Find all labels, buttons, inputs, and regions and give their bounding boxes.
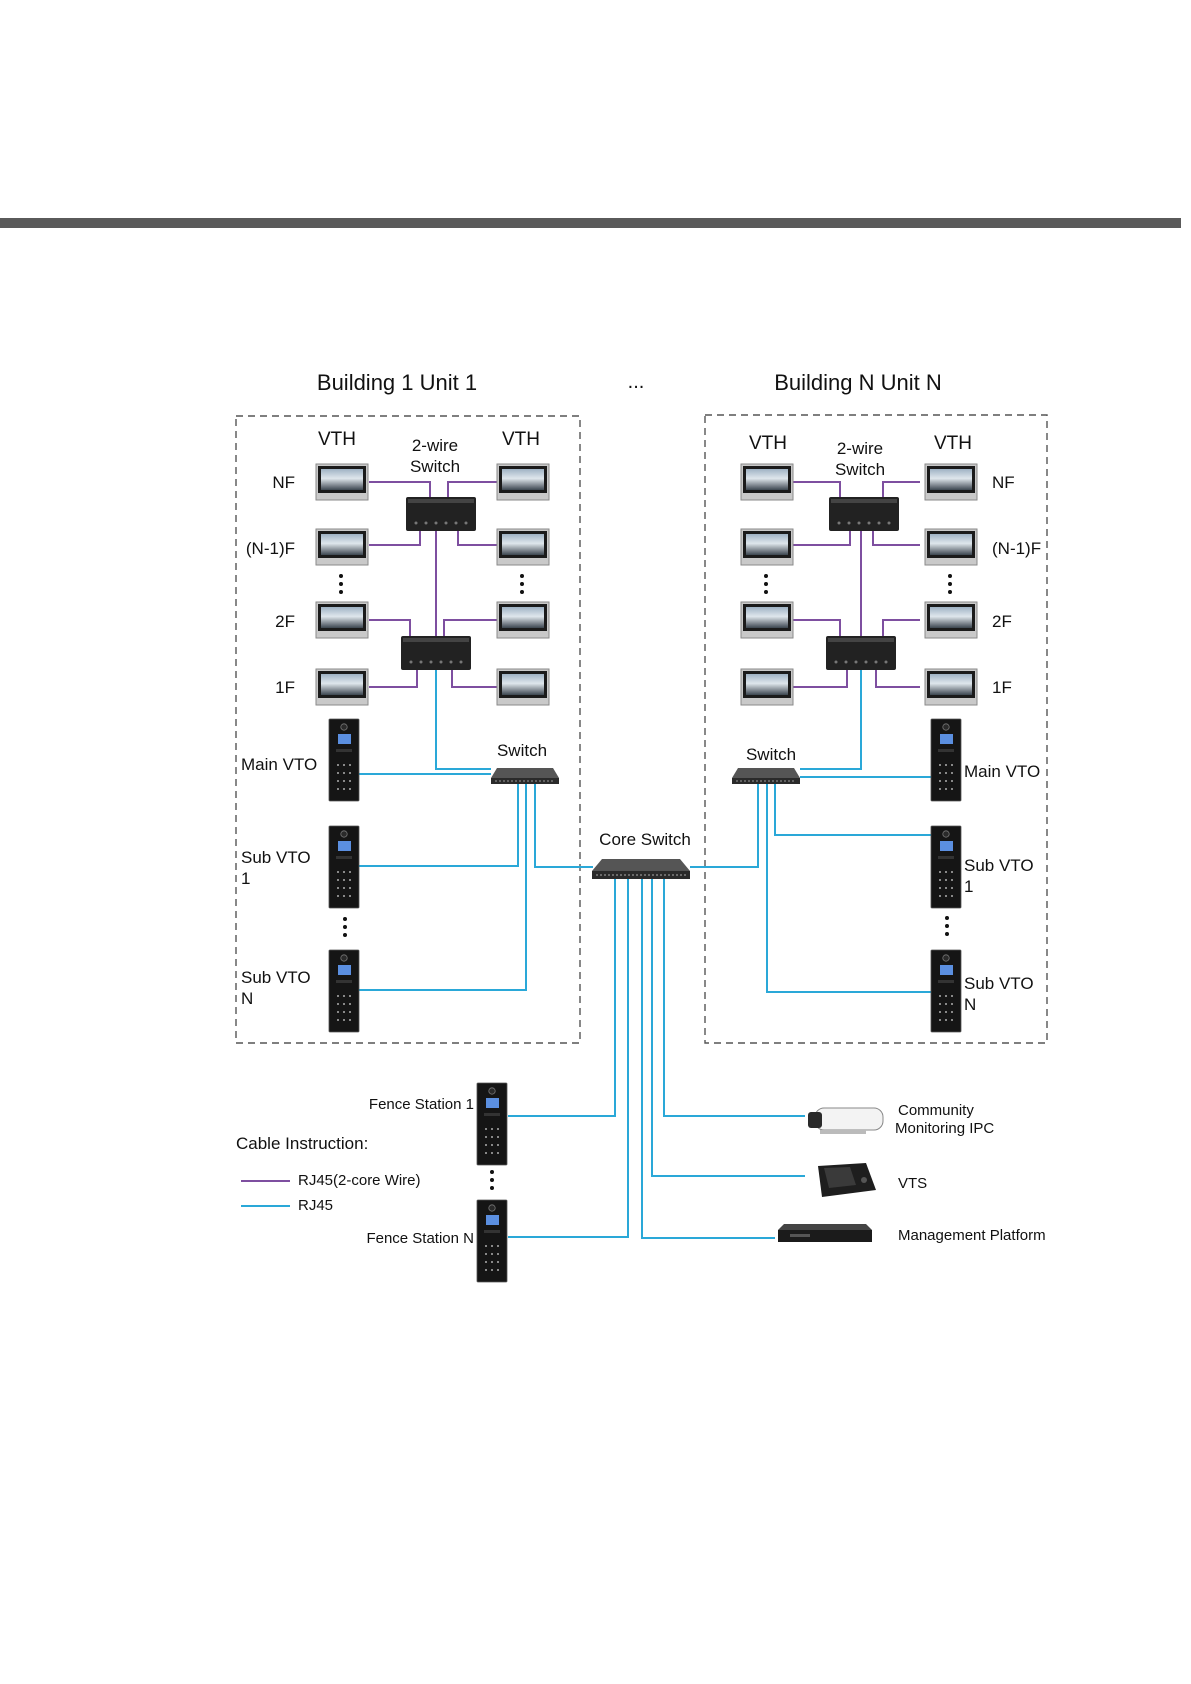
buildingN-title: Building N Unit N: [774, 370, 942, 395]
buildingN-vth-1f-left: [740, 668, 794, 706]
buildingN-blue-cables: [690, 670, 931, 993]
building1-vth-2f-right: [496, 601, 550, 639]
building1-floor-n1: (N-1)F: [246, 539, 295, 558]
buildingN-floor-1: 1F: [992, 678, 1012, 697]
building1-vth-2f-left: [315, 601, 369, 639]
legend-blue-label: RJ45: [298, 1197, 333, 1214]
buildingN-vth-nf-right: [924, 463, 978, 501]
building1-boundary: [235, 415, 581, 1044]
buildingN-vth-2f-left: [740, 601, 794, 639]
building1-sub-vto1-label-1: Sub VTO: [241, 848, 311, 867]
building1-sub-vton-label-2: N: [241, 989, 253, 1008]
building1-floor-1: 1F: [275, 678, 295, 697]
buildingN-vth-right-dots: [948, 574, 952, 594]
buildingN-main-vto: [930, 718, 962, 802]
legend-title: Cable Instruction:: [236, 1134, 368, 1153]
ipc-label-2: Monitoring IPC: [895, 1120, 994, 1137]
buildingN-vth-1f-right: [924, 668, 978, 706]
building1-floor-2: 2F: [275, 612, 295, 631]
building1-main-vto-label: Main VTO: [241, 755, 317, 774]
buildingN-two-wire-label-1: 2-wire: [837, 439, 883, 458]
buildingN-sub-vto1: [930, 825, 962, 909]
building1-blue-cables: [359, 670, 593, 991]
building1-vth-right-dots: [520, 574, 524, 594]
fence-station-n-label: Fence Station N: [366, 1230, 474, 1247]
building1-floor-nf: NF: [272, 473, 295, 492]
core-blue-cables: [508, 879, 805, 1239]
building1-vto-dots: [343, 917, 347, 937]
buildingN-vth-left-label: VTH: [749, 433, 787, 454]
building1-two-wire-label-1: 2-wire: [412, 436, 458, 455]
building1-vth-left-label: VTH: [318, 429, 356, 450]
buildingN-floor-n1: (N-1)F: [992, 539, 1041, 558]
building-ellipsis: ...: [628, 371, 645, 393]
buildingN-sub-vton: [930, 949, 962, 1033]
buildingN-sub-vton-label-1: Sub VTO: [964, 974, 1034, 993]
building1-sub-vton: [328, 949, 360, 1033]
buildingN-sub-vto1-label-2: 1: [964, 877, 973, 896]
buildingN-boundary: [704, 414, 1048, 1044]
building1-two-wire-switch-top: [406, 497, 476, 531]
buildingN-sub-vton-label-2: N: [964, 995, 976, 1014]
building1-two-wire-label-2: Switch: [410, 457, 460, 476]
fence-station-dots: [490, 1170, 494, 1190]
buildingN-two-wire-label-2: Switch: [835, 460, 885, 479]
building1-switch: [490, 767, 560, 785]
buildingN-purple-cables: [793, 481, 920, 688]
building1-title: Building 1 Unit 1: [317, 370, 477, 395]
header-rule: [0, 218, 1181, 228]
management-platform-label: Management Platform: [898, 1227, 1046, 1244]
fence-station-1-label: Fence Station 1: [369, 1096, 474, 1113]
core-switch-label: Core Switch: [599, 830, 691, 849]
buildingN-sub-vto1-label-1: Sub VTO: [964, 856, 1034, 875]
building1-sub-vto1-label-2: 1: [241, 869, 250, 888]
buildingN-switch-label: Switch: [746, 745, 796, 764]
buildingN-vto-dots: [945, 916, 949, 936]
buildingN-floor-2: 2F: [992, 612, 1012, 631]
building1-vth-right-label: VTH: [502, 429, 540, 450]
building1-main-vto: [328, 718, 360, 802]
building1-vth-nf-right: [496, 463, 550, 501]
buildingN-vth-n1-left: [740, 528, 794, 566]
building1-vth-n1-left: [315, 528, 369, 566]
buildingN-vth-right-label: VTH: [934, 433, 972, 454]
building1-switch-label: Switch: [497, 741, 547, 760]
community-monitoring-ipc-camera: [808, 1107, 884, 1134]
building1-vth-1f-right: [496, 668, 550, 706]
building1-two-wire-switch-bottom: [401, 636, 471, 670]
buildingN-vth-n1-right: [924, 528, 978, 566]
buildingN-two-wire-switch-bottom: [826, 636, 896, 670]
buildingN-vth-left-dots: [764, 574, 768, 594]
buildingN-two-wire-switch-top: [829, 497, 899, 531]
legend-purple-label: RJ45(2-core Wire): [298, 1172, 421, 1189]
fence-station-n: [476, 1199, 508, 1283]
building1-sub-vton-label-1: Sub VTO: [241, 968, 311, 987]
buildingN-main-vto-label: Main VTO: [964, 762, 1040, 781]
building1-vth-1f-left: [315, 668, 369, 706]
building1-purple-cables: [369, 481, 497, 688]
buildingN-switch: [731, 767, 801, 785]
ipc-label-1: Community: [898, 1102, 974, 1119]
vts-console: [818, 1163, 876, 1197]
management-platform-server: [778, 1224, 872, 1242]
building1-sub-vto1: [328, 825, 360, 909]
building1-vth-left-dots: [339, 574, 343, 594]
buildingN-vth-nf-left: [740, 463, 794, 501]
buildingN-vth-2f-right: [924, 601, 978, 639]
vts-label: VTS: [898, 1175, 927, 1192]
fence-station-1: [476, 1082, 508, 1166]
buildingN-floor-nf: NF: [992, 473, 1015, 492]
building1-vth-nf-left: [315, 463, 369, 501]
building1-vth-n1-right: [496, 528, 550, 566]
core-switch: [591, 858, 691, 880]
